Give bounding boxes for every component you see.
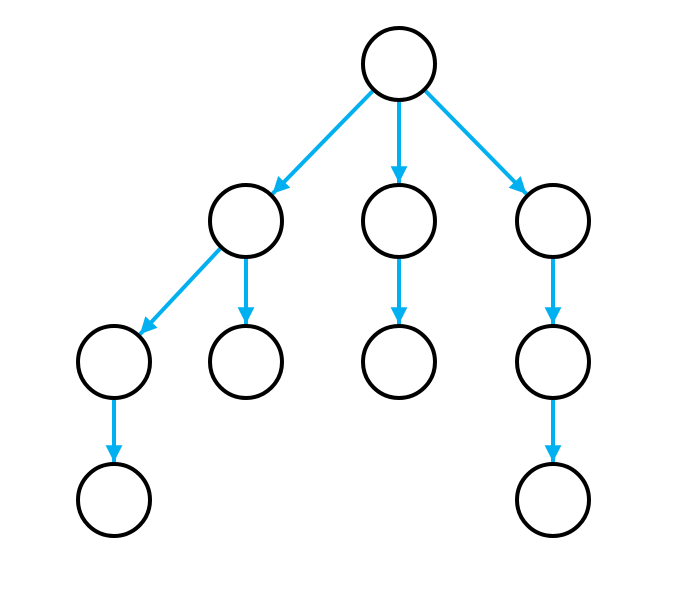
tree-node-n4 [76,324,152,400]
edge-n0-n1 [271,89,374,196]
edge-layer [105,89,562,462]
tree-node-n9 [515,462,591,538]
tree-node-n0 [361,26,437,102]
tree-node-n1 [208,183,284,259]
edge-n1-n4 [138,247,222,336]
tree-node-n7 [515,324,591,400]
edge-n0-n3 [424,89,528,196]
tree-node-n6 [361,324,437,400]
node-layer [76,26,591,538]
tree-node-n8 [76,462,152,538]
tree-node-n2 [361,183,437,259]
tree-node-n5 [208,324,284,400]
tree-node-n3 [515,183,591,259]
